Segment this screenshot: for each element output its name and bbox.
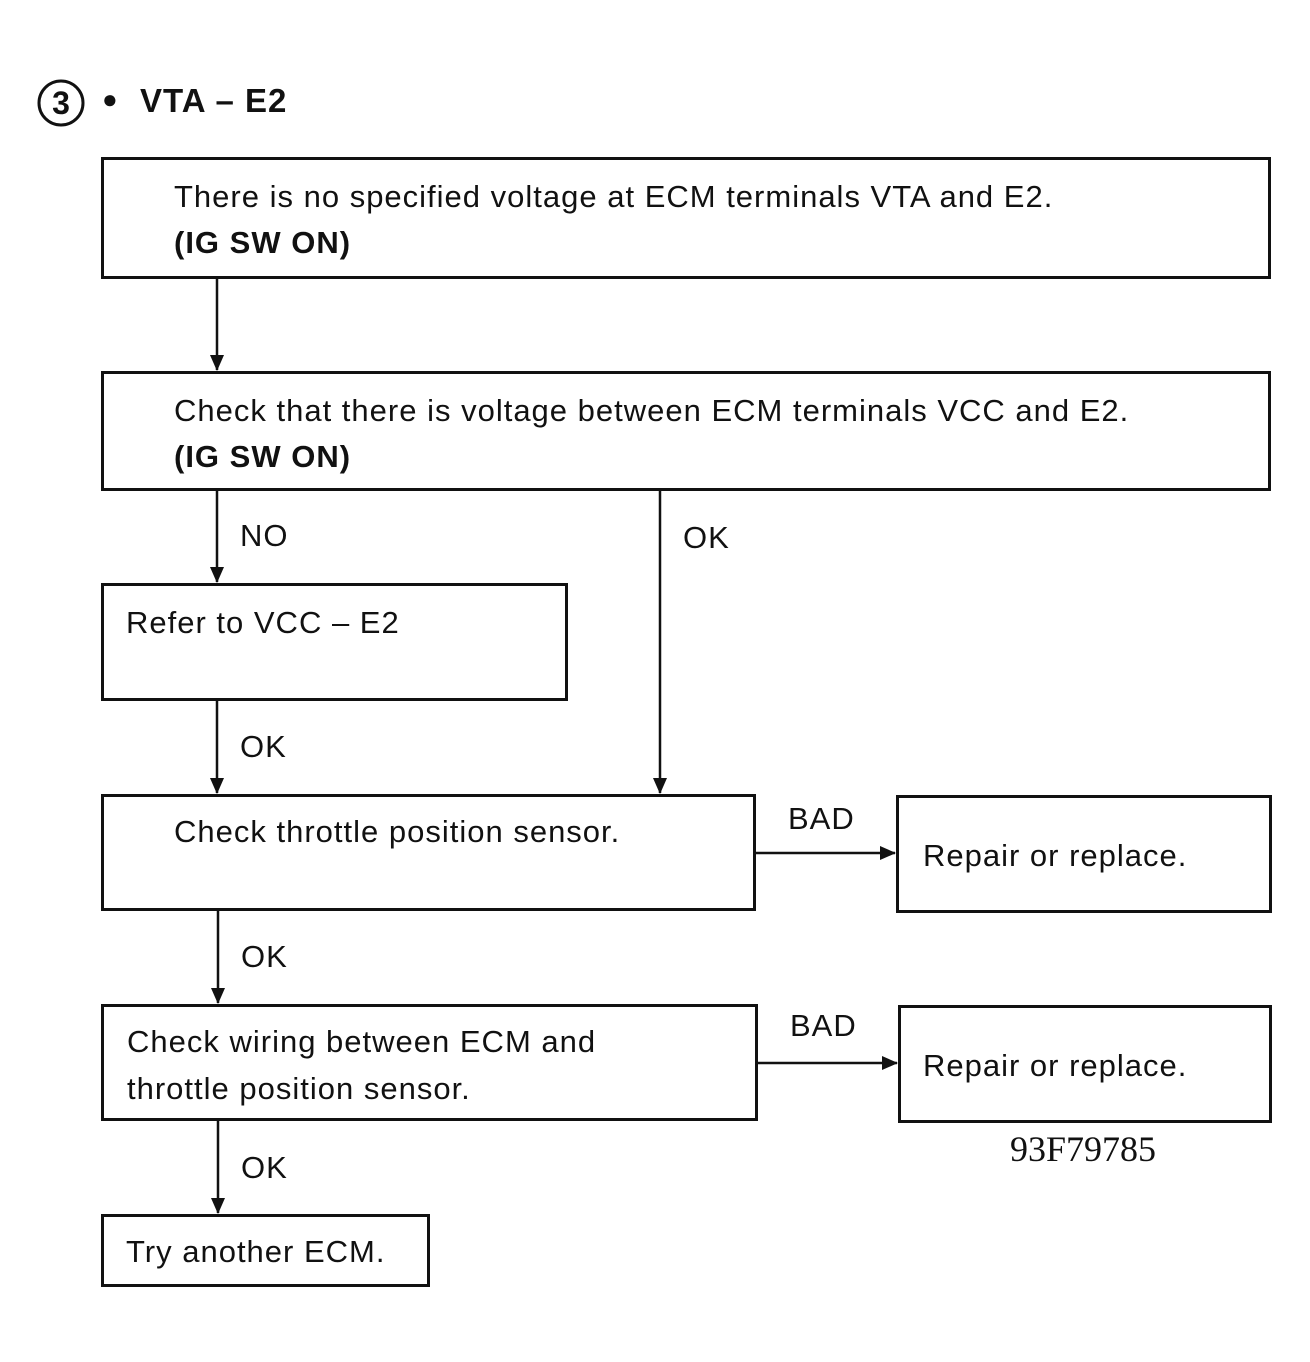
check-vcc-voltage-text: Check that there is voltage between ECM … bbox=[174, 393, 1130, 428]
step-number: 3 bbox=[52, 85, 70, 121]
repair-or-replace-text-2: Repair or replace. bbox=[923, 1048, 1188, 1083]
check-vcc-ig-sw-on: (IG SW ON) bbox=[174, 439, 352, 474]
figure-code: 93F79785 bbox=[1010, 1129, 1157, 1169]
circled-step-number: 3 bbox=[37, 79, 85, 127]
edge-label-ok-refer: OK bbox=[240, 729, 287, 764]
edge-label-ok-right: OK bbox=[683, 520, 730, 555]
edge-label-bad-1: BAD bbox=[788, 801, 855, 836]
start-condition-text: There is no specified voltage at ECM ter… bbox=[174, 179, 1054, 214]
check-throttle-sensor-box: Check throttle position sensor. bbox=[101, 794, 756, 911]
refer-vcc-e2-text: Refer to VCC – E2 bbox=[126, 605, 400, 640]
try-another-ecm-box: Try another ECM. bbox=[101, 1214, 430, 1287]
check-wiring-box: Check wiring between ECM and throttle po… bbox=[101, 1004, 758, 1121]
start-condition-ig-sw-on: (IG SW ON) bbox=[174, 225, 352, 260]
check-wiring-text-line2: throttle position sensor. bbox=[127, 1071, 471, 1106]
start-condition-box: There is no specified voltage at ECM ter… bbox=[101, 157, 1271, 279]
check-vcc-voltage-box: Check that there is voltage between ECM … bbox=[101, 371, 1271, 491]
edge-label-ok-wiring: OK bbox=[241, 1150, 288, 1185]
bullet-icon: ● bbox=[102, 84, 119, 114]
repair-or-replace-text-1: Repair or replace. bbox=[923, 838, 1188, 873]
edge-label-ok-tps: OK bbox=[241, 939, 288, 974]
try-another-ecm-text: Try another ECM. bbox=[126, 1234, 386, 1269]
check-wiring-text-line1: Check wiring between ECM and bbox=[127, 1024, 597, 1059]
edge-label-no: NO bbox=[240, 518, 289, 553]
section-title: VTA – E2 bbox=[140, 82, 288, 119]
repair-or-replace-box-2: Repair or replace. bbox=[898, 1005, 1272, 1123]
refer-vcc-e2-box: Refer to VCC – E2 bbox=[101, 583, 568, 701]
check-throttle-sensor-text: Check throttle position sensor. bbox=[174, 814, 621, 849]
edge-label-bad-2: BAD bbox=[790, 1008, 857, 1043]
repair-or-replace-box-1: Repair or replace. bbox=[896, 795, 1272, 913]
